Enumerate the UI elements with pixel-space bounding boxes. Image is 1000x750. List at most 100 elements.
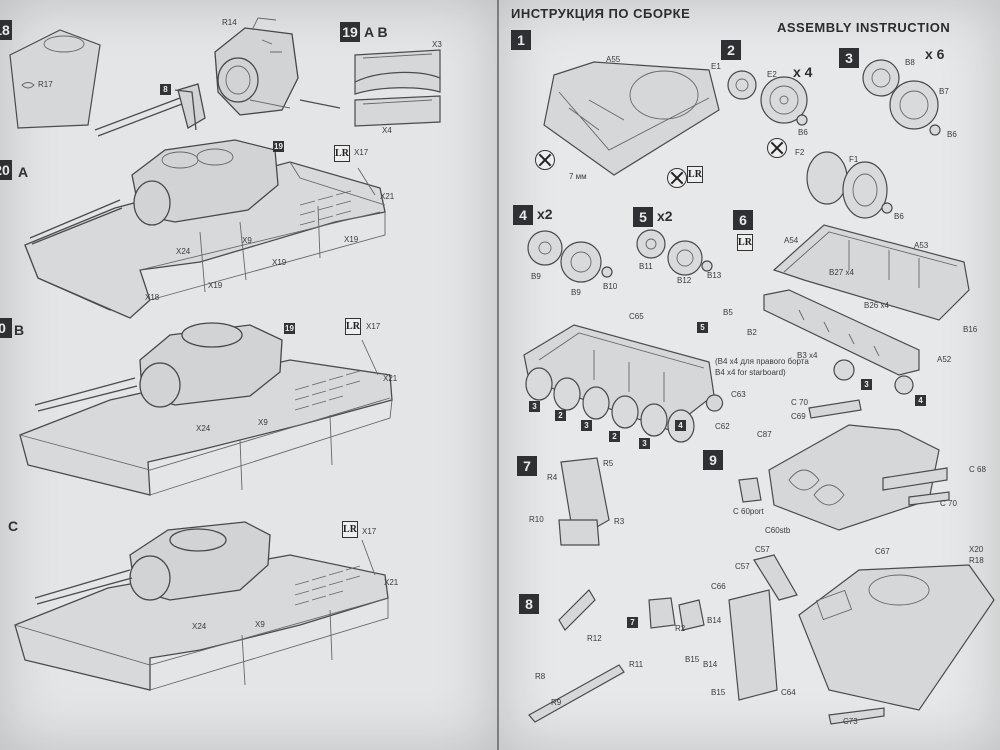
callout-3-c: 3	[639, 438, 650, 449]
part-c60port-label: C 60port	[733, 507, 764, 516]
part-b5-label: B5	[723, 308, 733, 317]
right-page-drawings	[523, 59, 995, 725]
part-a55-label: A55	[606, 55, 621, 64]
step-variant-a: A	[18, 164, 29, 180]
part-x9-label-c: X9	[255, 620, 265, 629]
part-f2-label: F2	[795, 148, 805, 157]
step-3-quantity: x 6	[925, 46, 945, 62]
part-r10-label: R10	[529, 515, 544, 524]
lr-symbol-step1: LR	[687, 166, 703, 183]
step-5-quantity: x2	[657, 208, 673, 224]
part-x17-label-b: X17	[366, 322, 381, 331]
part-x19-label-a3: X19	[208, 281, 223, 290]
part-x19-label-a1: X19	[344, 235, 359, 244]
page-gutter	[497, 0, 499, 750]
part-c57-label-2: C57	[735, 562, 750, 571]
step-4-number: 4	[513, 205, 533, 225]
part-x18-label: X18	[145, 293, 160, 302]
part-c70-label-top: C 70	[791, 398, 808, 407]
left-page-drawings	[9, 17, 441, 691]
note-b4-russian: (B4 x4 для правого борта	[715, 357, 809, 366]
part-b2-label: B2	[747, 328, 757, 337]
part-b6-label-f: B6	[894, 212, 904, 221]
part-c65-label: C65	[629, 312, 644, 321]
part-c68-label: C 68	[969, 465, 986, 474]
part-c73-label: C73	[843, 717, 858, 726]
part-x9-label-a: X9	[242, 236, 252, 245]
part-b14-label-1: B14	[707, 616, 722, 625]
part-b15-label-2: B15	[711, 688, 726, 697]
step-20b-number: 0	[0, 318, 12, 338]
step-variant-b: B	[14, 322, 25, 338]
part-a53-label: A53	[914, 241, 929, 250]
callout-8: 8	[160, 84, 171, 95]
part-b11-label: B11	[639, 262, 653, 271]
callout-2-b: 2	[609, 431, 620, 442]
lr-symbol-a: LR	[334, 145, 350, 162]
step-5-number: 5	[633, 207, 653, 227]
part-c64-label: C64	[781, 688, 796, 697]
step-2-quantity: x 4	[793, 64, 813, 80]
part-e2-label: E2	[767, 70, 777, 79]
title-english: ASSEMBLY INSTRUCTION	[777, 20, 951, 35]
step-variant-c: C	[8, 518, 19, 534]
step-3-number: 3	[839, 48, 859, 68]
part-b10-label: B10	[603, 282, 618, 291]
part-a52-label: A52	[937, 355, 952, 364]
part-b8-label: B8	[905, 58, 915, 67]
lr-symbol-step6: LR	[737, 234, 753, 251]
step-8-number: 8	[519, 594, 539, 614]
step-19-variant: A B	[364, 24, 388, 40]
part-b12-label: B12	[677, 276, 692, 285]
part-r2-label: R2	[675, 624, 686, 633]
part-c66-label: C66	[711, 582, 726, 591]
part-x21-label-b: X21	[383, 374, 398, 383]
part-b3-label: B3 x4	[797, 351, 818, 360]
prohibited-icon-1	[535, 150, 555, 170]
part-b6-label-step2: B6	[798, 128, 808, 137]
tank-variant-c	[14, 521, 389, 691]
step-2-number: 2	[721, 40, 741, 60]
callout-4-step6: 4	[915, 395, 926, 406]
part-x24-label-b: X24	[196, 424, 211, 433]
prohibited-icon-3	[767, 138, 787, 158]
part-b16-label: B16	[963, 325, 978, 334]
part-r14-label: R14	[222, 18, 237, 27]
part-b26-label: B26 x4	[864, 301, 889, 310]
part-b6-label-step3: B6	[947, 130, 957, 139]
callout-3-a: 3	[529, 401, 540, 412]
part-b14-label-2: B14	[703, 660, 718, 669]
callout-7: 7	[627, 617, 638, 628]
part-x3-label: X3	[432, 40, 442, 49]
callout-19-a: 19	[273, 141, 284, 152]
callout-4-a: 4	[675, 420, 686, 431]
prohibited-icon-2	[667, 168, 687, 188]
part-x20-label: X20	[969, 545, 984, 554]
part-c87-label: C87	[757, 430, 772, 439]
left-instruction-page: 18 R17 R14 8 19 A B X3 X4 20 A 19 LR X17…	[0, 0, 497, 750]
title-russian: ИНСТРУКЦИЯ ПО СБОРКЕ	[511, 6, 691, 21]
part-r12-label: R12	[587, 634, 602, 643]
note-b4-english: B4 x4 for starboard)	[715, 368, 786, 377]
right-instruction-page: ИНСТРУКЦИЯ ПО СБОРКЕ ASSEMBLY INSTRUCTIO…	[499, 0, 1000, 750]
part-e1-label: E1	[711, 62, 721, 71]
part-x19-label-a2: X19	[272, 258, 287, 267]
step-18-number: 18	[0, 20, 12, 40]
callout-3-b: 3	[581, 420, 592, 431]
step-4-quantity: x2	[537, 206, 553, 222]
part-x4-label: X4	[382, 126, 392, 135]
part-b7-label: B7	[939, 87, 949, 96]
tank-variant-b	[19, 322, 393, 496]
part-r4-label: R4	[547, 473, 558, 482]
callout-3-step6: 3	[861, 379, 872, 390]
part-r11-label: R11	[629, 660, 644, 669]
part-c69-label: C69	[791, 412, 806, 421]
part-x21-label-a: X21	[380, 192, 395, 201]
part-f1-label: F1	[849, 155, 859, 164]
callout-5: 5	[697, 322, 708, 333]
step-9-number: 9	[703, 450, 723, 470]
part-x24-label-c: X24	[192, 622, 207, 631]
part-r17-label: R17	[38, 80, 53, 89]
part-c63-label: C63	[731, 390, 746, 399]
lr-symbol-c: LR	[342, 521, 358, 538]
